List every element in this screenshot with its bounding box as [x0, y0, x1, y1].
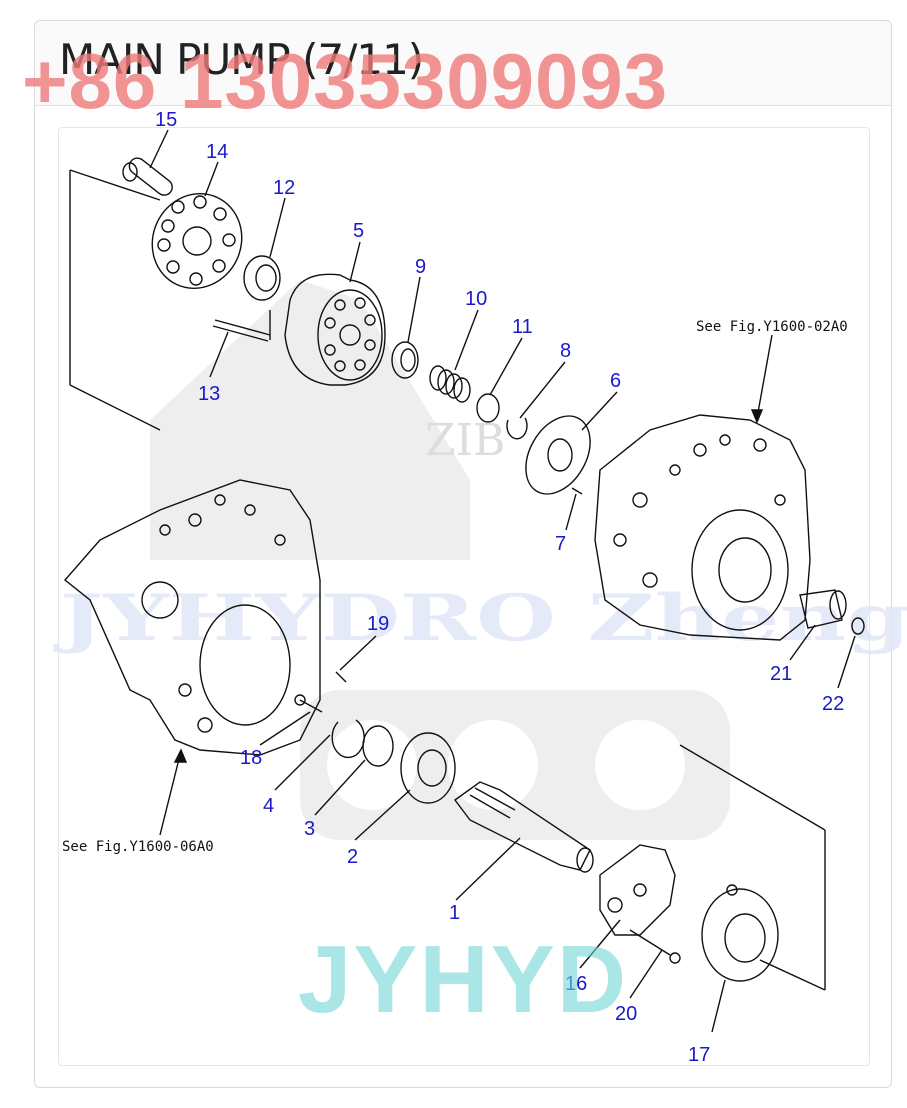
callout-3: 3 [304, 818, 315, 840]
callout-9: 9 [415, 256, 426, 278]
exploded-view-figure [58, 127, 870, 1066]
phone-watermark: +86 13035309093 [22, 37, 669, 125]
left-pump-casing [63, 479, 321, 756]
part-4-snap-ring [331, 719, 365, 759]
part-9-ring [391, 341, 419, 379]
callout-1: 1 [449, 902, 460, 924]
part-1-shaft [454, 781, 594, 873]
line-art [63, 129, 865, 1033]
callout-2: 2 [347, 846, 358, 868]
callout-10: 10 [465, 288, 487, 310]
page-title: MAIN PUMP (7/11) [59, 35, 424, 84]
callout-14: 14 [206, 141, 228, 163]
callout-4: 4 [263, 795, 274, 817]
callout-15: 15 [155, 109, 177, 131]
callout-13: 13 [198, 383, 220, 405]
callout-12: 12 [273, 177, 295, 199]
brand-watermark: JYHYD [298, 926, 629, 1033]
part-7-pin [571, 487, 583, 495]
callout-5: 5 [353, 220, 364, 242]
part-14-valve-plate [151, 192, 243, 290]
ref-note-top: See Fig.Y1600-02A0 [696, 319, 848, 335]
callout-21: 21 [770, 663, 792, 685]
watermark-mid: ZIB [425, 415, 505, 466]
part-11-ring [476, 393, 500, 423]
callout-20: 20 [615, 1003, 637, 1025]
callout-6: 6 [610, 370, 621, 392]
part-18-pin [299, 699, 323, 713]
part-2-bearing [400, 732, 456, 804]
part-12-bearing [243, 255, 281, 301]
part-13-pin [212, 310, 271, 342]
callout-16: 16 [565, 973, 587, 995]
watermark-band: JYHYDRO Zheng [53, 581, 907, 656]
part-16-cradle [599, 844, 676, 936]
ref-note-left: See Fig.Y1600-06A0 [62, 839, 214, 855]
callout-17: 17 [688, 1044, 710, 1066]
part-17-cover [701, 884, 779, 982]
callout-19: 19 [367, 613, 389, 635]
callout-7: 7 [555, 533, 566, 555]
part-3-ring [362, 725, 394, 767]
part-15-pin [122, 157, 173, 196]
callout-11: 11 [512, 316, 533, 338]
callout-8: 8 [560, 340, 571, 362]
part-19-pin [335, 671, 347, 683]
right-pump-casing [594, 414, 811, 641]
card-header: MAIN PUMP (7/11) [35, 21, 891, 106]
part-22-ring [851, 617, 865, 635]
part-5-cylinder-block [284, 273, 386, 386]
callout-22: 22 [822, 693, 844, 715]
part-8-snap-ring [506, 417, 528, 440]
part-20-bolt [629, 929, 681, 964]
part-6-plate [525, 415, 591, 495]
callout-18: 18 [240, 747, 262, 769]
part-10-spring [429, 365, 471, 403]
part-21-bushing [799, 589, 847, 629]
